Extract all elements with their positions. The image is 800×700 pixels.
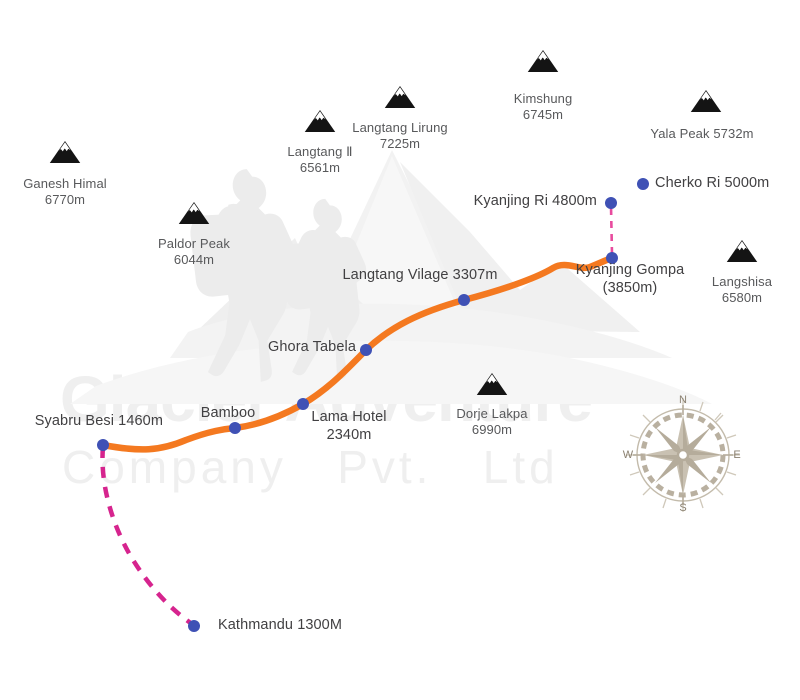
mountain-peak-icon: [384, 86, 416, 108]
waypoint-dot[interactable]: [188, 620, 200, 632]
waypoint-name: Kathmandu 1300M: [218, 617, 343, 633]
peak-name: Paldor Peak: [158, 236, 230, 251]
waypoint-dot[interactable]: [97, 439, 109, 451]
waypoint-name: Langtang Vilage 3307m: [342, 267, 498, 283]
waypoint-label[interactable]: Langtang Vilage 3307m: [342, 267, 497, 285]
waypoint-name: Ghora Tabela: [268, 339, 356, 355]
peak-name: Yala Peak 5732m: [650, 126, 754, 141]
peak-elevation: 6770m: [44, 191, 86, 207]
compass-label-west: W: [622, 449, 634, 461]
waypoint-dot[interactable]: [605, 197, 617, 209]
waypoint-label[interactable]: Bamboo: [201, 405, 256, 423]
mountain-peak-icon: [178, 202, 210, 224]
peak-label: Yala Peak 5732m: [650, 126, 753, 142]
waypoint-name: Kyanjing Ri 4800m: [473, 193, 597, 209]
peak-name: Langshisa: [711, 274, 773, 289]
peak-name: Langtang Ⅱ: [287, 144, 353, 159]
waypoint-dot[interactable]: [360, 344, 372, 356]
hiker-silhouettes: [190, 169, 367, 382]
waypoint-name: Syabru Besi 1460m: [34, 413, 163, 429]
peak-elevation: 6580m: [721, 289, 763, 305]
mountain-peak-icon: [726, 240, 758, 262]
kyanjing-ri-side-route: [609, 205, 614, 255]
waypoint-dot[interactable]: [297, 398, 309, 410]
waypoint-elevation: 2340m: [326, 426, 372, 443]
waypoint-label[interactable]: Kyanjing Gompa(3850m): [576, 262, 685, 297]
waypoint-dot-layer: [97, 178, 649, 632]
peak-elevation: 6745m: [522, 106, 564, 122]
peak-elevation: 6561m: [299, 159, 341, 175]
kathmandu-side-route: [100, 446, 194, 626]
waypoint-name: Kyanjing Gompa: [575, 262, 685, 278]
mountain-peak-icon: [527, 50, 559, 72]
waypoint-elevation: (3850m): [602, 279, 658, 296]
waypoint-label[interactable]: Cherko Ri 5000m: [655, 175, 769, 193]
waypoint-dot[interactable]: [606, 252, 618, 264]
peak-name: Langtang Lirung: [352, 120, 448, 135]
mountain-peak-icon: [690, 90, 722, 112]
waypoint-name: Bamboo: [200, 405, 256, 421]
waypoint-name: Lama Hotel: [311, 409, 387, 425]
waypoint-dot[interactable]: [229, 422, 241, 434]
waypoint-label[interactable]: Kathmandu 1300M: [218, 617, 342, 635]
mountain-peak-icon: [304, 110, 336, 132]
waypoint-dot[interactable]: [637, 178, 649, 190]
waypoint-label[interactable]: Ghora Tabela: [268, 339, 356, 357]
compass-label-south: S: [679, 502, 687, 514]
compass-rose: [626, 398, 740, 512]
peak-elevation: 6044m: [173, 251, 215, 267]
compass-label-east: E: [733, 449, 741, 461]
waypoint-name: Cherko Ri 5000m: [655, 175, 770, 191]
waypoint-label[interactable]: Syabru Besi 1460m: [35, 413, 163, 431]
waypoint-dot[interactable]: [458, 294, 470, 306]
peak-elevation: 7225m: [379, 135, 421, 151]
peak-name: Dorje Lakpa: [456, 406, 528, 421]
peak-name: Ganesh Himal: [23, 176, 107, 191]
peak-name: Kimshung: [513, 91, 573, 106]
mountain-peak-icon: [49, 141, 81, 163]
compass-label-north: N: [679, 394, 687, 406]
watermark-line-2: Company Pvt. Ltd: [62, 441, 559, 493]
waypoint-label[interactable]: Kyanjing Ri 4800m: [474, 193, 597, 211]
peak-elevation: 6990m: [471, 421, 513, 437]
